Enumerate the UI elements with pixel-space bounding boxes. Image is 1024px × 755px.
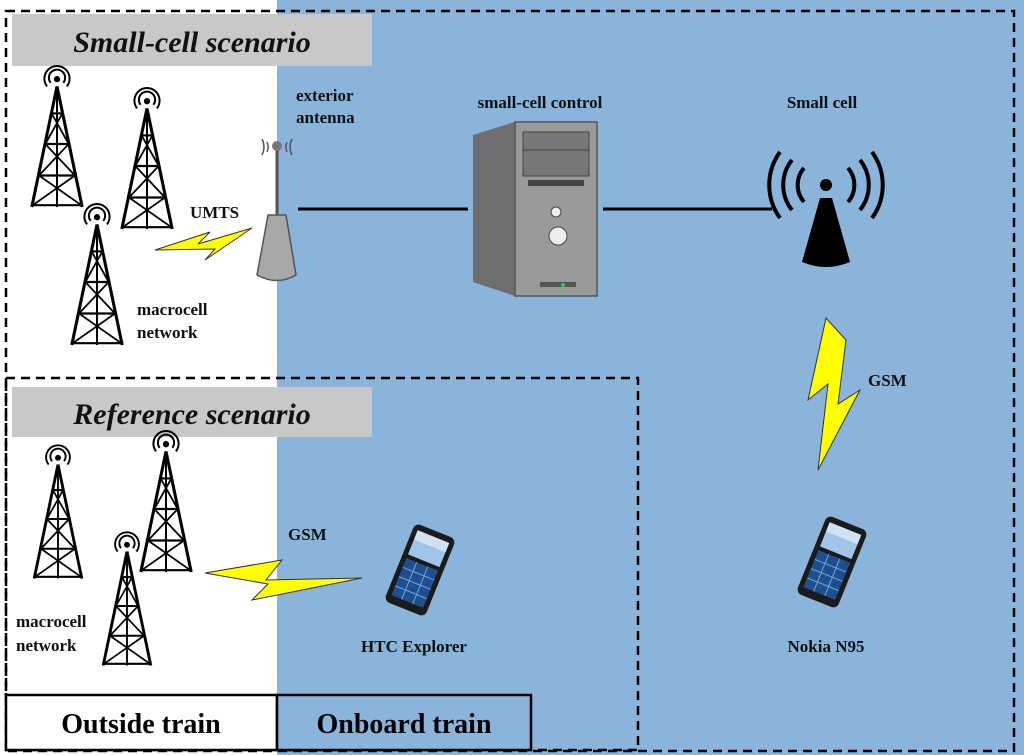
lightning-icon (807, 316, 862, 471)
small-cell-scenario-title: Small-cell scenario (73, 26, 310, 59)
onboard-train-box (275, 693, 533, 752)
umts-label: UMTS (190, 203, 239, 222)
exterior-label: exterior (296, 86, 354, 105)
macrocell-label-ref: macrocell (16, 612, 87, 631)
small-cell-label: Small cell (787, 93, 858, 112)
nokia-label: Nokia N95 (788, 637, 865, 656)
macrocell-label: macrocell (137, 300, 208, 319)
outside-train-label: Outside train (61, 709, 221, 740)
gsm-label-ref: GSM (288, 525, 327, 544)
small-cell-title-bar (12, 14, 372, 66)
outside-train-box (4, 693, 279, 752)
htc-label: HTC Explorer (361, 637, 467, 656)
lightning-icon (154, 227, 253, 261)
reference-scenario-title: Reference scenario (72, 398, 310, 431)
server-icon (473, 121, 598, 297)
network-label-ref: network (16, 636, 77, 655)
exterior-antenna-icon (256, 138, 297, 282)
network-label: network (137, 323, 198, 342)
onboard-train-label: Onboard train (316, 709, 491, 740)
lightning-icon (204, 559, 363, 601)
gsm-label-smallcell: GSM (868, 371, 907, 390)
antenna-label: antenna (296, 108, 355, 127)
small-cell-icon (767, 150, 885, 267)
small-cell-control-label: small-cell control (478, 93, 603, 112)
reference-title-bar (12, 387, 372, 437)
